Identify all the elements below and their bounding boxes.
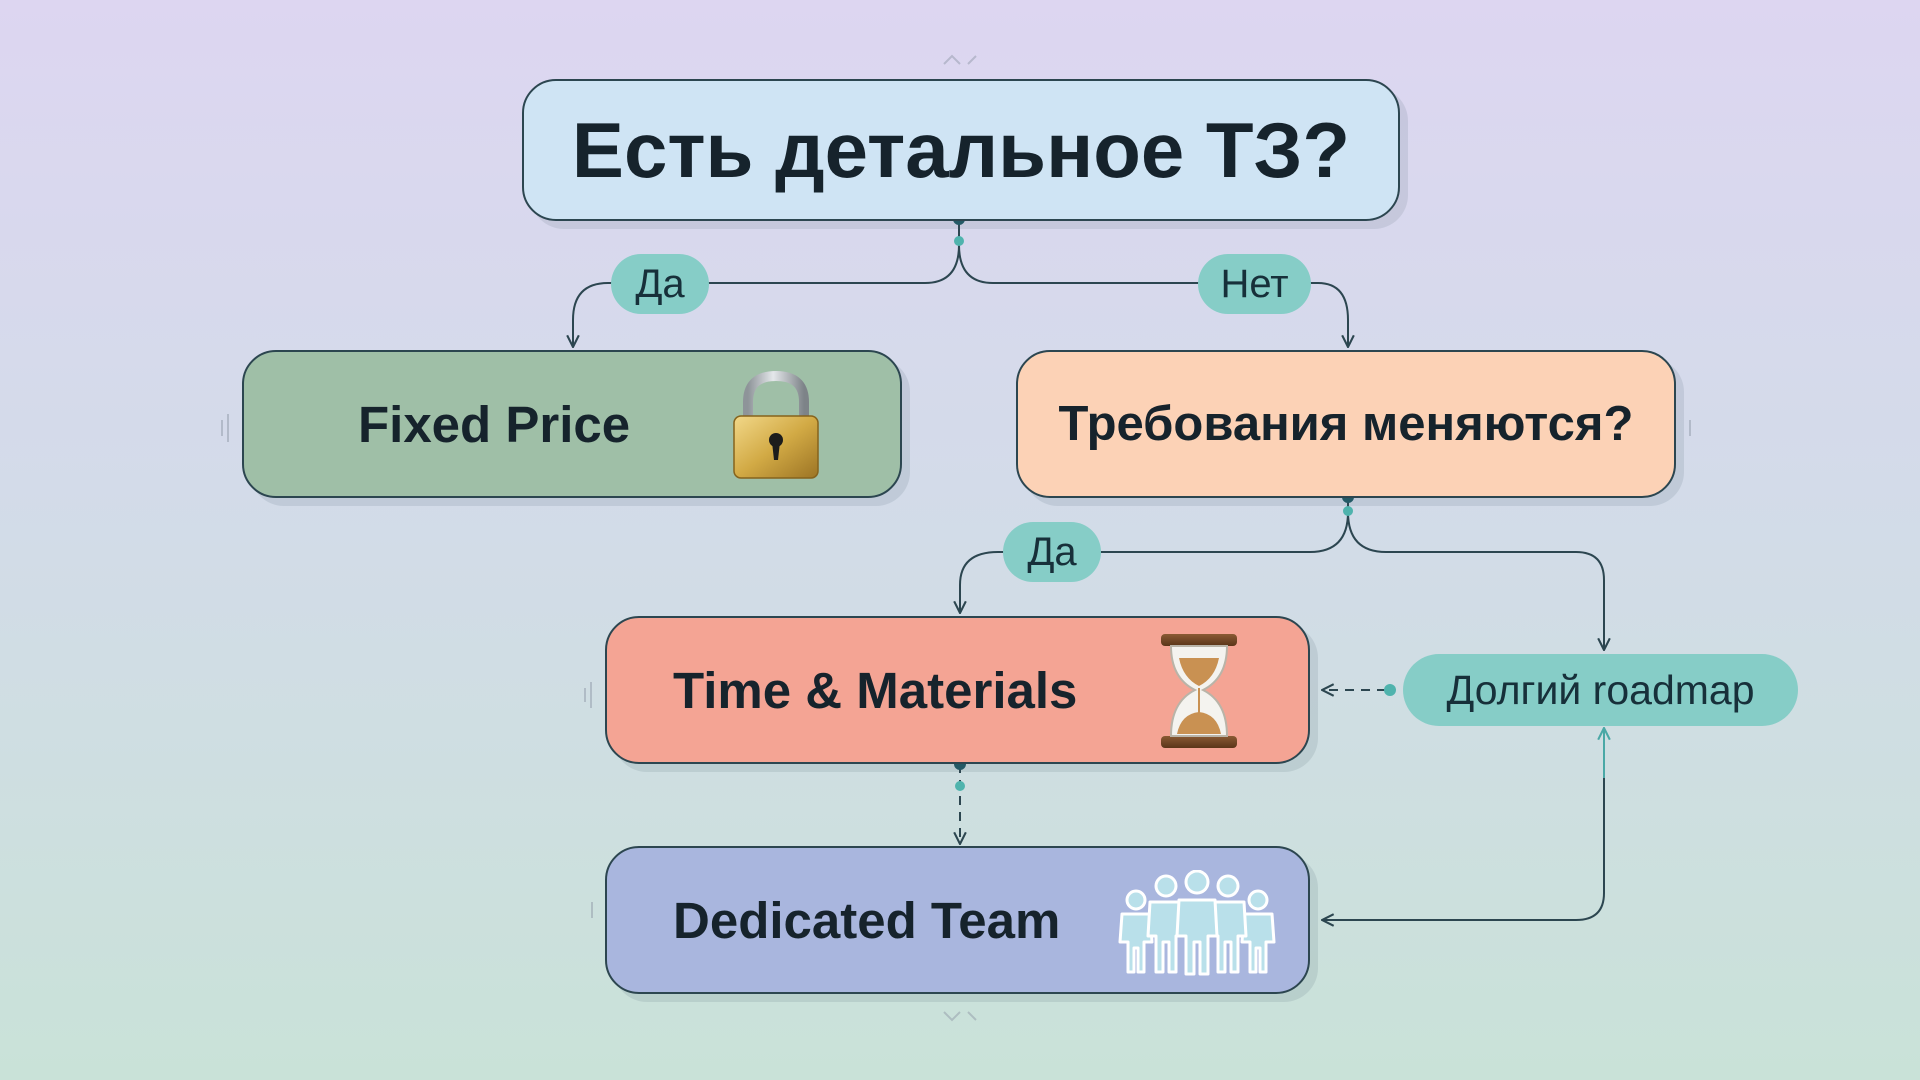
question-detailed-spec-label: Есть детальное ТЗ? — [571, 105, 1351, 194]
edge-requirements-to-time-materials — [960, 498, 1349, 613]
edge-label-no-detailed-spec: Нет — [1198, 254, 1311, 314]
question-requirements-change-node: Требования меняются? — [1016, 350, 1676, 498]
hourglass-icon — [1161, 634, 1237, 748]
question-detailed-spec-node: Есть детальное ТЗ? — [522, 79, 1400, 221]
edge-requirements-to-roadmap — [1347, 511, 1604, 650]
decorative-marks — [221, 54, 1691, 1022]
lock-icon — [733, 370, 819, 479]
edge-label-yes-detailed-spec: Да — [611, 254, 709, 314]
fixed-price-label: Fixed Price — [358, 395, 631, 453]
edge-roadmap-to-dedicated-team — [1322, 730, 1605, 920]
dedicated-team-label: Dedicated Team — [673, 891, 1061, 949]
long-roadmap-label: Долгий roadmap — [1403, 654, 1798, 726]
time-materials-node: Time & Materials — [605, 616, 1310, 764]
edge-label-yes-requirements: Да — [1003, 522, 1101, 582]
fixed-price-node: Fixed Price — [242, 350, 902, 498]
question-requirements-change-label: Требования меняются? — [1058, 397, 1634, 451]
dedicated-team-node: Dedicated Team — [605, 846, 1310, 994]
time-materials-label: Time & Materials — [673, 661, 1078, 719]
edge-tz-to-fixed-price — [573, 221, 960, 347]
team-icon — [1118, 870, 1276, 976]
edge-tz-to-requirements — [958, 244, 1348, 347]
